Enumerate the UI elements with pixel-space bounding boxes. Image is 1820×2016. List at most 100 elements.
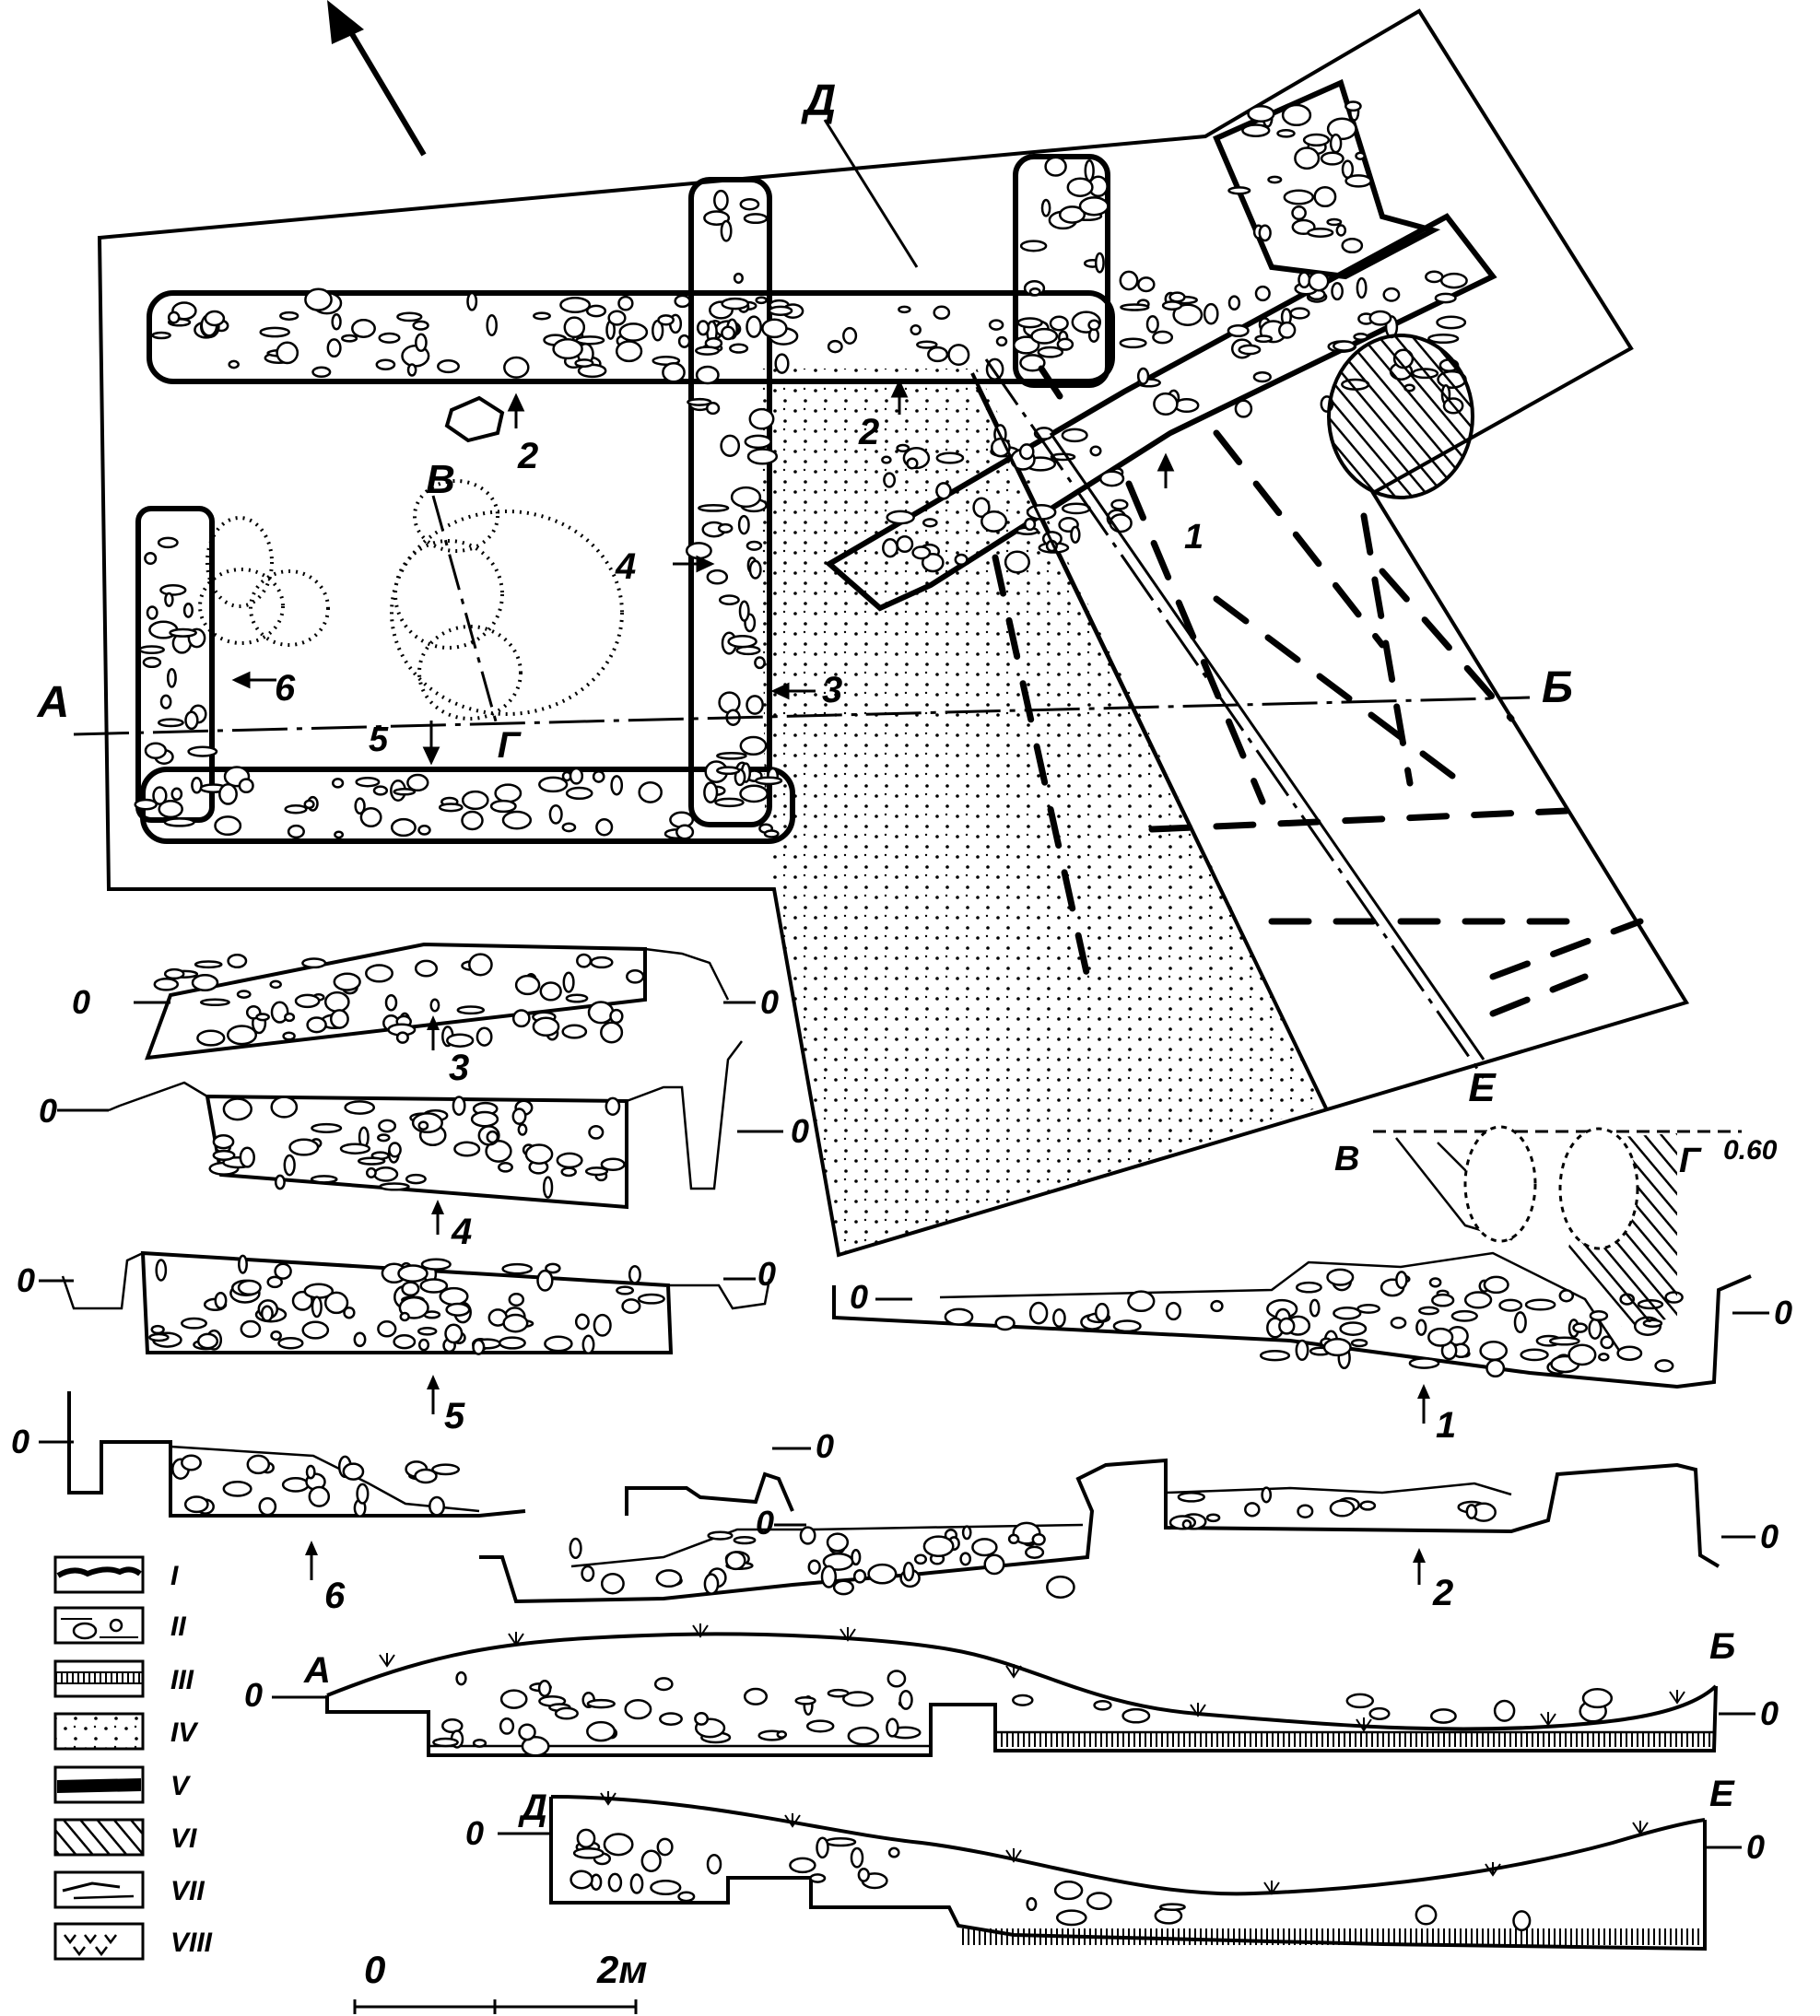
stone (935, 451, 965, 464)
stone (789, 1857, 816, 1874)
stone (569, 767, 584, 785)
stone (1465, 1504, 1478, 1520)
stone (971, 1538, 998, 1557)
stone (414, 959, 439, 978)
stone (1600, 1335, 1615, 1350)
stone (270, 1330, 282, 1342)
stone (498, 1336, 526, 1350)
stone (199, 998, 230, 1007)
stone (1172, 303, 1204, 326)
stone (1654, 1359, 1674, 1373)
stone (399, 1311, 410, 1322)
stone (959, 1552, 972, 1566)
stone (375, 358, 396, 370)
stone (169, 627, 197, 638)
stone (576, 1828, 596, 1848)
plan-profile-number-3: 3 (822, 670, 842, 710)
stone (748, 559, 762, 580)
stone (640, 1849, 662, 1872)
pit-left-upper (205, 516, 274, 608)
stone (774, 353, 790, 374)
stone (1309, 1298, 1321, 1318)
stone (1356, 276, 1368, 299)
stone (569, 1537, 582, 1560)
legend-item-ii: II (53, 1606, 186, 1645)
stone (329, 1009, 349, 1029)
stone (896, 534, 914, 554)
stone (1498, 1298, 1523, 1312)
profile-6-zero-right: 0 (816, 1427, 834, 1465)
turf-mark (1005, 1848, 1022, 1863)
stone (748, 407, 775, 430)
stone (662, 361, 686, 383)
stone (1070, 525, 1081, 544)
stone (1234, 399, 1253, 418)
stone (743, 1687, 769, 1705)
stone (1031, 1532, 1046, 1546)
stone (1181, 1519, 1192, 1530)
stone (1341, 159, 1355, 180)
section-letter-a: А (37, 678, 70, 727)
stone (842, 326, 858, 345)
stone (441, 1718, 464, 1734)
stone (377, 1320, 397, 1338)
stone (351, 319, 376, 338)
legend-item-vii: VII (53, 1870, 205, 1909)
stone (196, 1029, 226, 1047)
stone (1026, 1896, 1038, 1912)
legend-item-vi: VI (53, 1818, 197, 1857)
stone (1210, 1299, 1224, 1313)
stone (1333, 340, 1356, 352)
stone (1326, 217, 1343, 227)
stone (356, 1483, 370, 1505)
stone (716, 766, 741, 776)
stone (714, 797, 745, 808)
stone (739, 784, 769, 803)
stone (595, 818, 614, 837)
pit-left-a (198, 568, 285, 645)
scale-bar: 0 2м (353, 1948, 647, 2014)
stone (600, 1021, 624, 1044)
stone (468, 953, 493, 977)
stone (721, 325, 736, 341)
stone (246, 1454, 271, 1475)
stone (718, 691, 741, 714)
stone (544, 1335, 573, 1353)
stone (857, 1867, 870, 1882)
stone (1152, 330, 1174, 345)
stone (744, 434, 772, 450)
stone (1485, 1358, 1506, 1378)
section-de-zero-right: 0 (1746, 1828, 1765, 1866)
turf-mark (1632, 1821, 1649, 1835)
section-letter-d: Д (801, 76, 837, 125)
stone (638, 780, 663, 803)
stone (1408, 1357, 1440, 1369)
stone (618, 322, 649, 342)
stone (1572, 1322, 1588, 1333)
trace-line-6 (1148, 807, 1570, 833)
stone (406, 363, 417, 377)
section-line-v-g (431, 495, 499, 729)
stone (155, 1259, 168, 1282)
stone (384, 993, 398, 1012)
stone (304, 287, 333, 311)
stone (617, 295, 634, 311)
stone (446, 1033, 475, 1048)
stone (311, 366, 332, 379)
legend-label-ii: II (170, 1612, 186, 1642)
stone (288, 1138, 320, 1156)
profile-1-zero-left: 0 (850, 1278, 868, 1316)
stone (342, 1462, 365, 1481)
plan-profile-number-5: 5 (369, 721, 389, 759)
stone (158, 800, 183, 819)
profile-4-zero-right: 0 (791, 1112, 809, 1150)
stone (1434, 292, 1457, 304)
stone (1320, 151, 1344, 166)
stone (1329, 1499, 1356, 1518)
stone (656, 1837, 674, 1857)
stone (1355, 151, 1366, 160)
stone (1046, 1576, 1075, 1599)
turf-mark (1190, 1703, 1206, 1717)
stone (539, 981, 562, 1002)
stone (733, 272, 744, 284)
